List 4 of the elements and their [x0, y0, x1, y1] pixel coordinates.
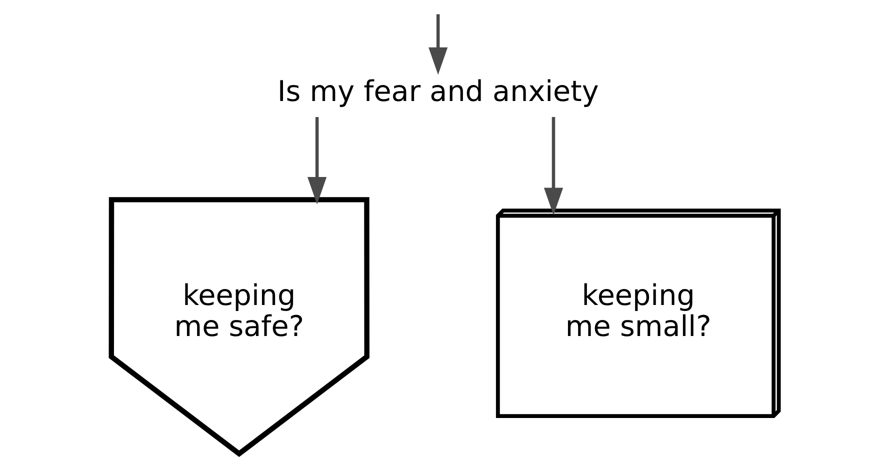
arrow: [544, 117, 564, 216]
arrow: [307, 117, 327, 204]
arrow: [428, 14, 448, 75]
node-text: Is my fear and anxiety: [277, 74, 599, 108]
